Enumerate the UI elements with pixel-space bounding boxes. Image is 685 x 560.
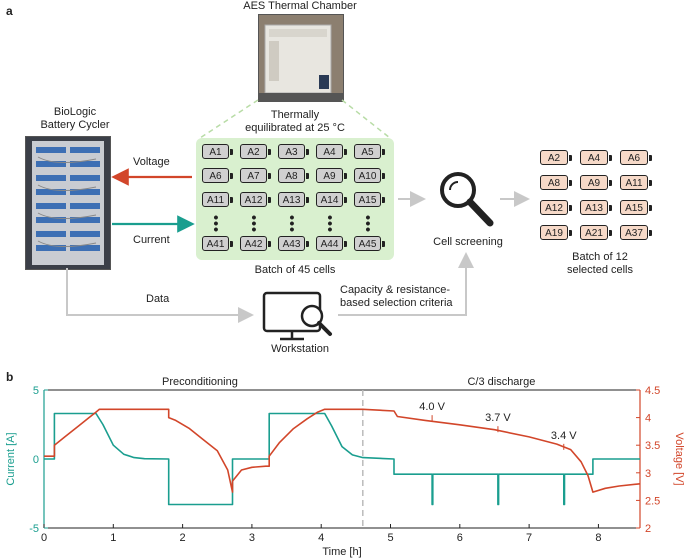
current-label: Current [133,234,170,246]
thermal-line2: equilibrated at 25 °C [245,122,345,134]
voltage-annotation: 3.4 V [551,430,577,442]
battery-cell-a41: A41 [202,236,233,251]
y-left-tick-label: 5 [33,385,39,397]
y-left-tick-label: -5 [29,523,39,535]
thermal-chamber-photo [258,14,344,102]
voltage-label: Voltage [133,156,170,168]
battery-cell-a13: A13 [580,200,612,215]
y-right-tick-label: 2.5 [645,495,660,507]
y-left-axis-label: Current [A] [5,432,17,485]
battery-cell-a8: A8 [278,168,309,183]
battery-cell-a6: A6 [620,150,652,165]
y-right-tick-label: 3 [645,468,651,480]
batch12-line1: Batch of 12 [572,251,628,263]
x-axis-label: Time [h] [322,546,361,558]
x-tick-label: 0 [41,532,47,544]
series-line-current [44,412,640,506]
battery-cell-a11: A11 [620,175,652,190]
x-tick-label: 4 [318,532,324,544]
workstation-icon [262,291,332,341]
batch12-line2: selected cells [566,264,634,276]
batch45-label: Batch of 45 cells [254,264,336,276]
x-tick-label: 7 [526,532,532,544]
criteria-line2: based selection criteria [340,297,453,309]
y-right-tick-label: 4 [645,413,651,425]
y-right-tick-label: 3.5 [645,440,660,452]
battery-cell-a13: A13 [278,192,309,207]
ellipsis-dots: ••• [365,209,371,237]
battery-cell-a37: A37 [620,225,652,240]
cell-screening-label: Cell screening [433,236,503,248]
x-tick-label: 3 [249,532,255,544]
battery-cell-a12: A12 [240,192,271,207]
battery-cell-a4: A4 [316,144,347,159]
cycler-title-line2: Battery Cycler [40,119,110,131]
battery-cell-a6: A6 [202,168,233,183]
battery-cell-a42: A42 [240,236,271,251]
panel-b-label: b [6,370,14,384]
workstation-label: Workstation [271,343,329,355]
battery-cell-a10: A10 [354,168,385,183]
chamber-title: AES Thermal Chamber [243,0,357,12]
y-right-tick-label: 4.5 [645,385,660,397]
ellipsis-dots: ••• [327,209,333,237]
y-right-axis-label: Voltage [V] [673,432,685,485]
battery-cell-a15: A15 [354,192,385,207]
battery-cell-a44: A44 [316,236,347,251]
battery-cell-a12: A12 [540,200,572,215]
battery-cell-a15: A15 [620,200,652,215]
x-tick-label: 8 [595,532,601,544]
battery-cell-a7: A7 [240,168,271,183]
battery-cycler-photo [25,136,111,270]
section-label-preconditioning: Preconditioning [162,376,238,388]
magnifier-icon [440,172,494,227]
x-tick-label: 2 [180,532,186,544]
voltage-annotation: 3.7 V [485,412,511,424]
ellipsis-dots: ••• [213,209,219,237]
x-tick-label: 6 [457,532,463,544]
cycler-title-line1: BioLogic [53,106,97,118]
criteria-line1: Capacity & resistance- [340,284,451,296]
ellipsis-dots: ••• [251,209,257,237]
data-label: Data [146,293,170,305]
battery-cell-a5: A5 [354,144,385,159]
battery-cell-a11: A11 [202,192,233,207]
section-label-c3-discharge: C/3 discharge [467,376,535,388]
battery-cell-a9: A9 [316,168,347,183]
y-right-tick-label: 2 [645,523,651,535]
thermal-line1: Thermally [270,109,320,121]
battery-cell-a19: A19 [540,225,572,240]
x-tick-label: 5 [387,532,393,544]
battery-cell-a4: A4 [580,150,612,165]
battery-cell-a14: A14 [316,192,347,207]
battery-cell-a45: A45 [354,236,385,251]
series-line-voltage [44,408,641,493]
battery-cell-a2: A2 [540,150,572,165]
voltage-annotation: 4.0 V [419,401,445,413]
battery-cell-a1: A1 [202,144,233,159]
x-tick-label: 1 [110,532,116,544]
battery-cell-a43: A43 [278,236,309,251]
battery-cell-a21: A21 [580,225,612,240]
battery-cell-a8: A8 [540,175,572,190]
battery-cell-a2: A2 [240,144,271,159]
battery-cell-a3: A3 [278,144,309,159]
panel-a-label: a [6,4,13,18]
y-left-tick-label: 0 [33,454,39,466]
ellipsis-dots: ••• [289,209,295,237]
battery-cell-a9: A9 [580,175,612,190]
